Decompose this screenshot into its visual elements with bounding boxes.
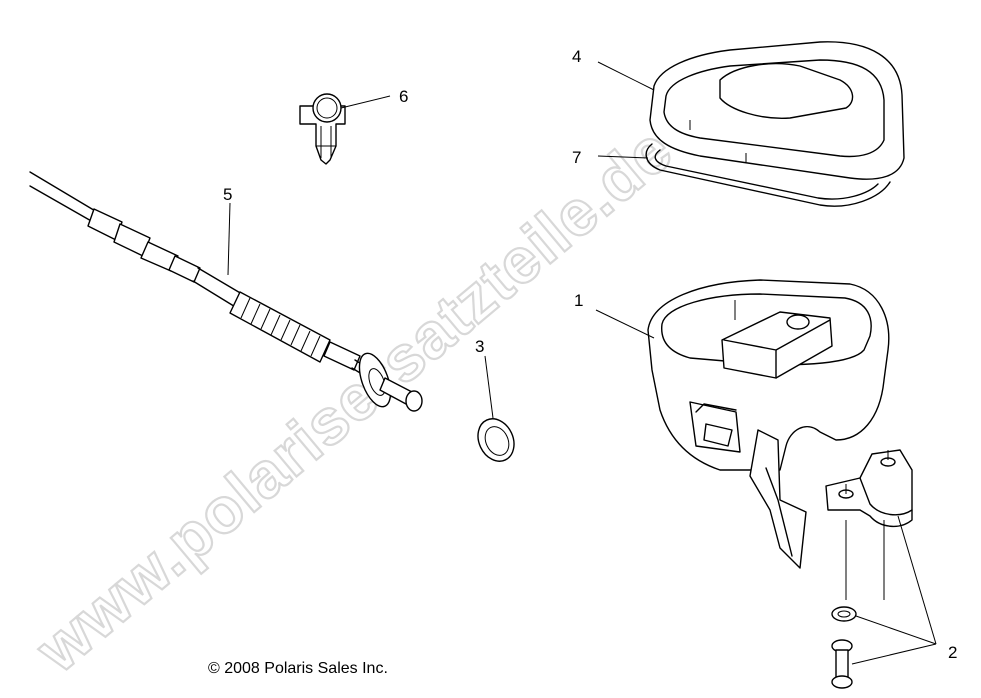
watermark: www.polarisersatzteile.de — [22, 113, 686, 686]
callout-6: 6 — [399, 87, 408, 106]
part-3-washer — [477, 418, 515, 462]
leader-7 — [597, 155, 649, 159]
part-1-housing — [647, 279, 890, 569]
leader-4 — [597, 61, 655, 91]
part-7-gasket — [645, 143, 891, 207]
leader-1 — [595, 309, 655, 339]
part-5-cable — [29, 171, 423, 412]
leader-3 — [484, 355, 494, 419]
part-4-cover — [649, 41, 905, 180]
part-2-clamp — [825, 449, 913, 689]
callout-3: 3 — [475, 337, 484, 356]
copyright-text: © 2008 Polaris Sales Inc. — [208, 660, 388, 677]
leader-6 — [340, 95, 391, 109]
callout-5: 5 — [223, 185, 232, 204]
callout-1: 1 — [574, 291, 583, 310]
callout-7: 7 — [572, 148, 581, 167]
callout-2: 2 — [948, 643, 957, 662]
callout-4: 4 — [572, 47, 581, 66]
leader-5 — [227, 202, 231, 276]
part-6-clip — [299, 93, 346, 165]
leader-2 — [851, 515, 937, 665]
